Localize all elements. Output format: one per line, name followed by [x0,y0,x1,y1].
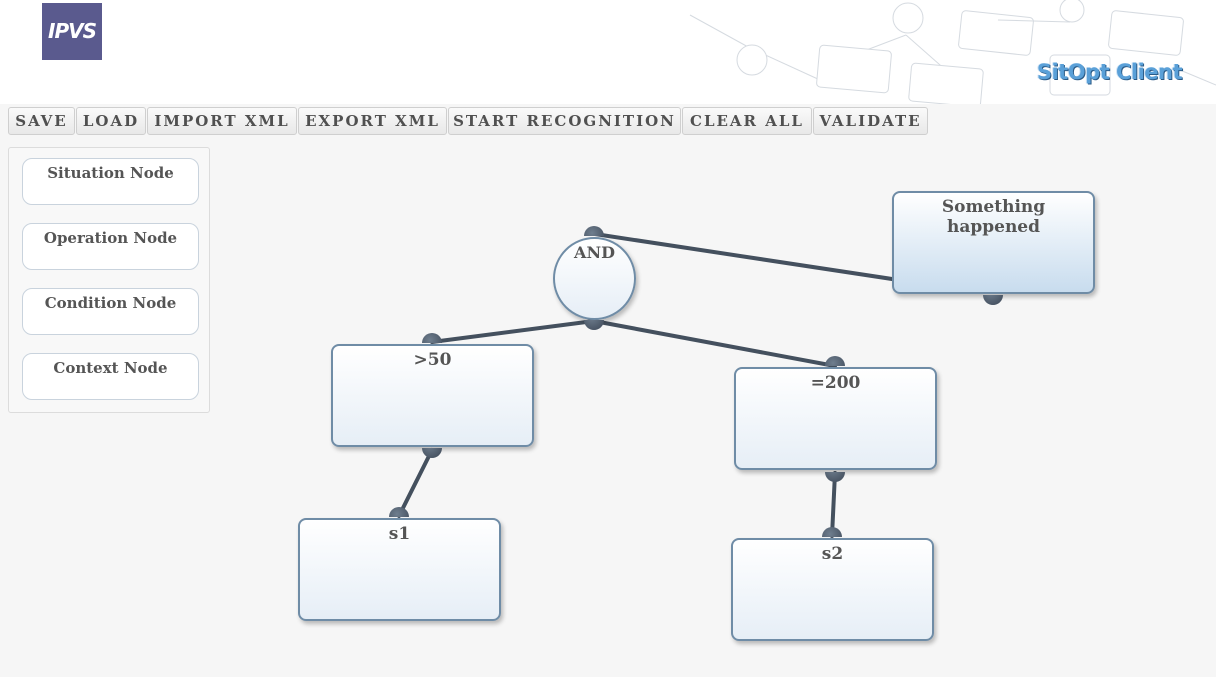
load-button[interactable]: LOAD [76,107,146,135]
app-title: SitOpt Client [1036,60,1183,84]
start-recognition-button[interactable]: START RECOGNITION [448,107,681,135]
validate-button[interactable]: VALIDATE [813,107,928,135]
node-palette: Situation Node Operation Node Condition … [8,147,210,413]
context-node-top-anchor[interactable] [389,507,409,517]
save-button[interactable]: SAVE [8,107,75,135]
header-decorative-graph [689,0,1216,104]
operation-node-top-anchor[interactable] [584,226,604,236]
situation-node[interactable]: Something happened [892,191,1095,294]
palette-context-node[interactable]: Context Node [22,353,199,400]
condition-node-bottom-anchor[interactable] [825,472,845,482]
condition-node-top-anchor[interactable] [825,356,845,366]
import-xml-button[interactable]: IMPORT XML [147,107,297,135]
palette-operation-node[interactable]: Operation Node [22,223,199,270]
graph-canvas[interactable]: Something happened AND >50 =200 s1 s2 [210,140,1216,677]
export-xml-button[interactable]: EXPORT XML [298,107,447,135]
palette-condition-node[interactable]: Condition Node [22,288,199,335]
condition-node[interactable]: =200 [734,367,937,470]
edge-and-cond1 [430,319,596,344]
edge-cond2-s2 [830,471,837,538]
edge-and-situation [593,232,894,281]
context-node[interactable]: s1 [298,518,501,621]
situation-node-anchor[interactable] [983,295,1003,305]
context-node-top-anchor[interactable] [822,527,842,537]
palette-situation-node[interactable]: Situation Node [22,158,199,205]
condition-node-bottom-anchor[interactable] [422,448,442,458]
context-node[interactable]: s2 [731,538,934,641]
edge-and-cond2 [592,319,837,368]
app-header: IPVS SitOpt Client [0,0,1216,104]
edge-cond1-s1 [397,448,434,518]
condition-node[interactable]: >50 [331,344,534,447]
graph-edges [397,232,894,538]
ipvs-logo: IPVS [42,3,102,60]
operation-node-bottom-anchor[interactable] [584,320,604,330]
operation-node[interactable]: AND [553,237,636,320]
clear-all-button[interactable]: CLEAR ALL [682,107,812,135]
condition-node-top-anchor[interactable] [422,333,442,343]
